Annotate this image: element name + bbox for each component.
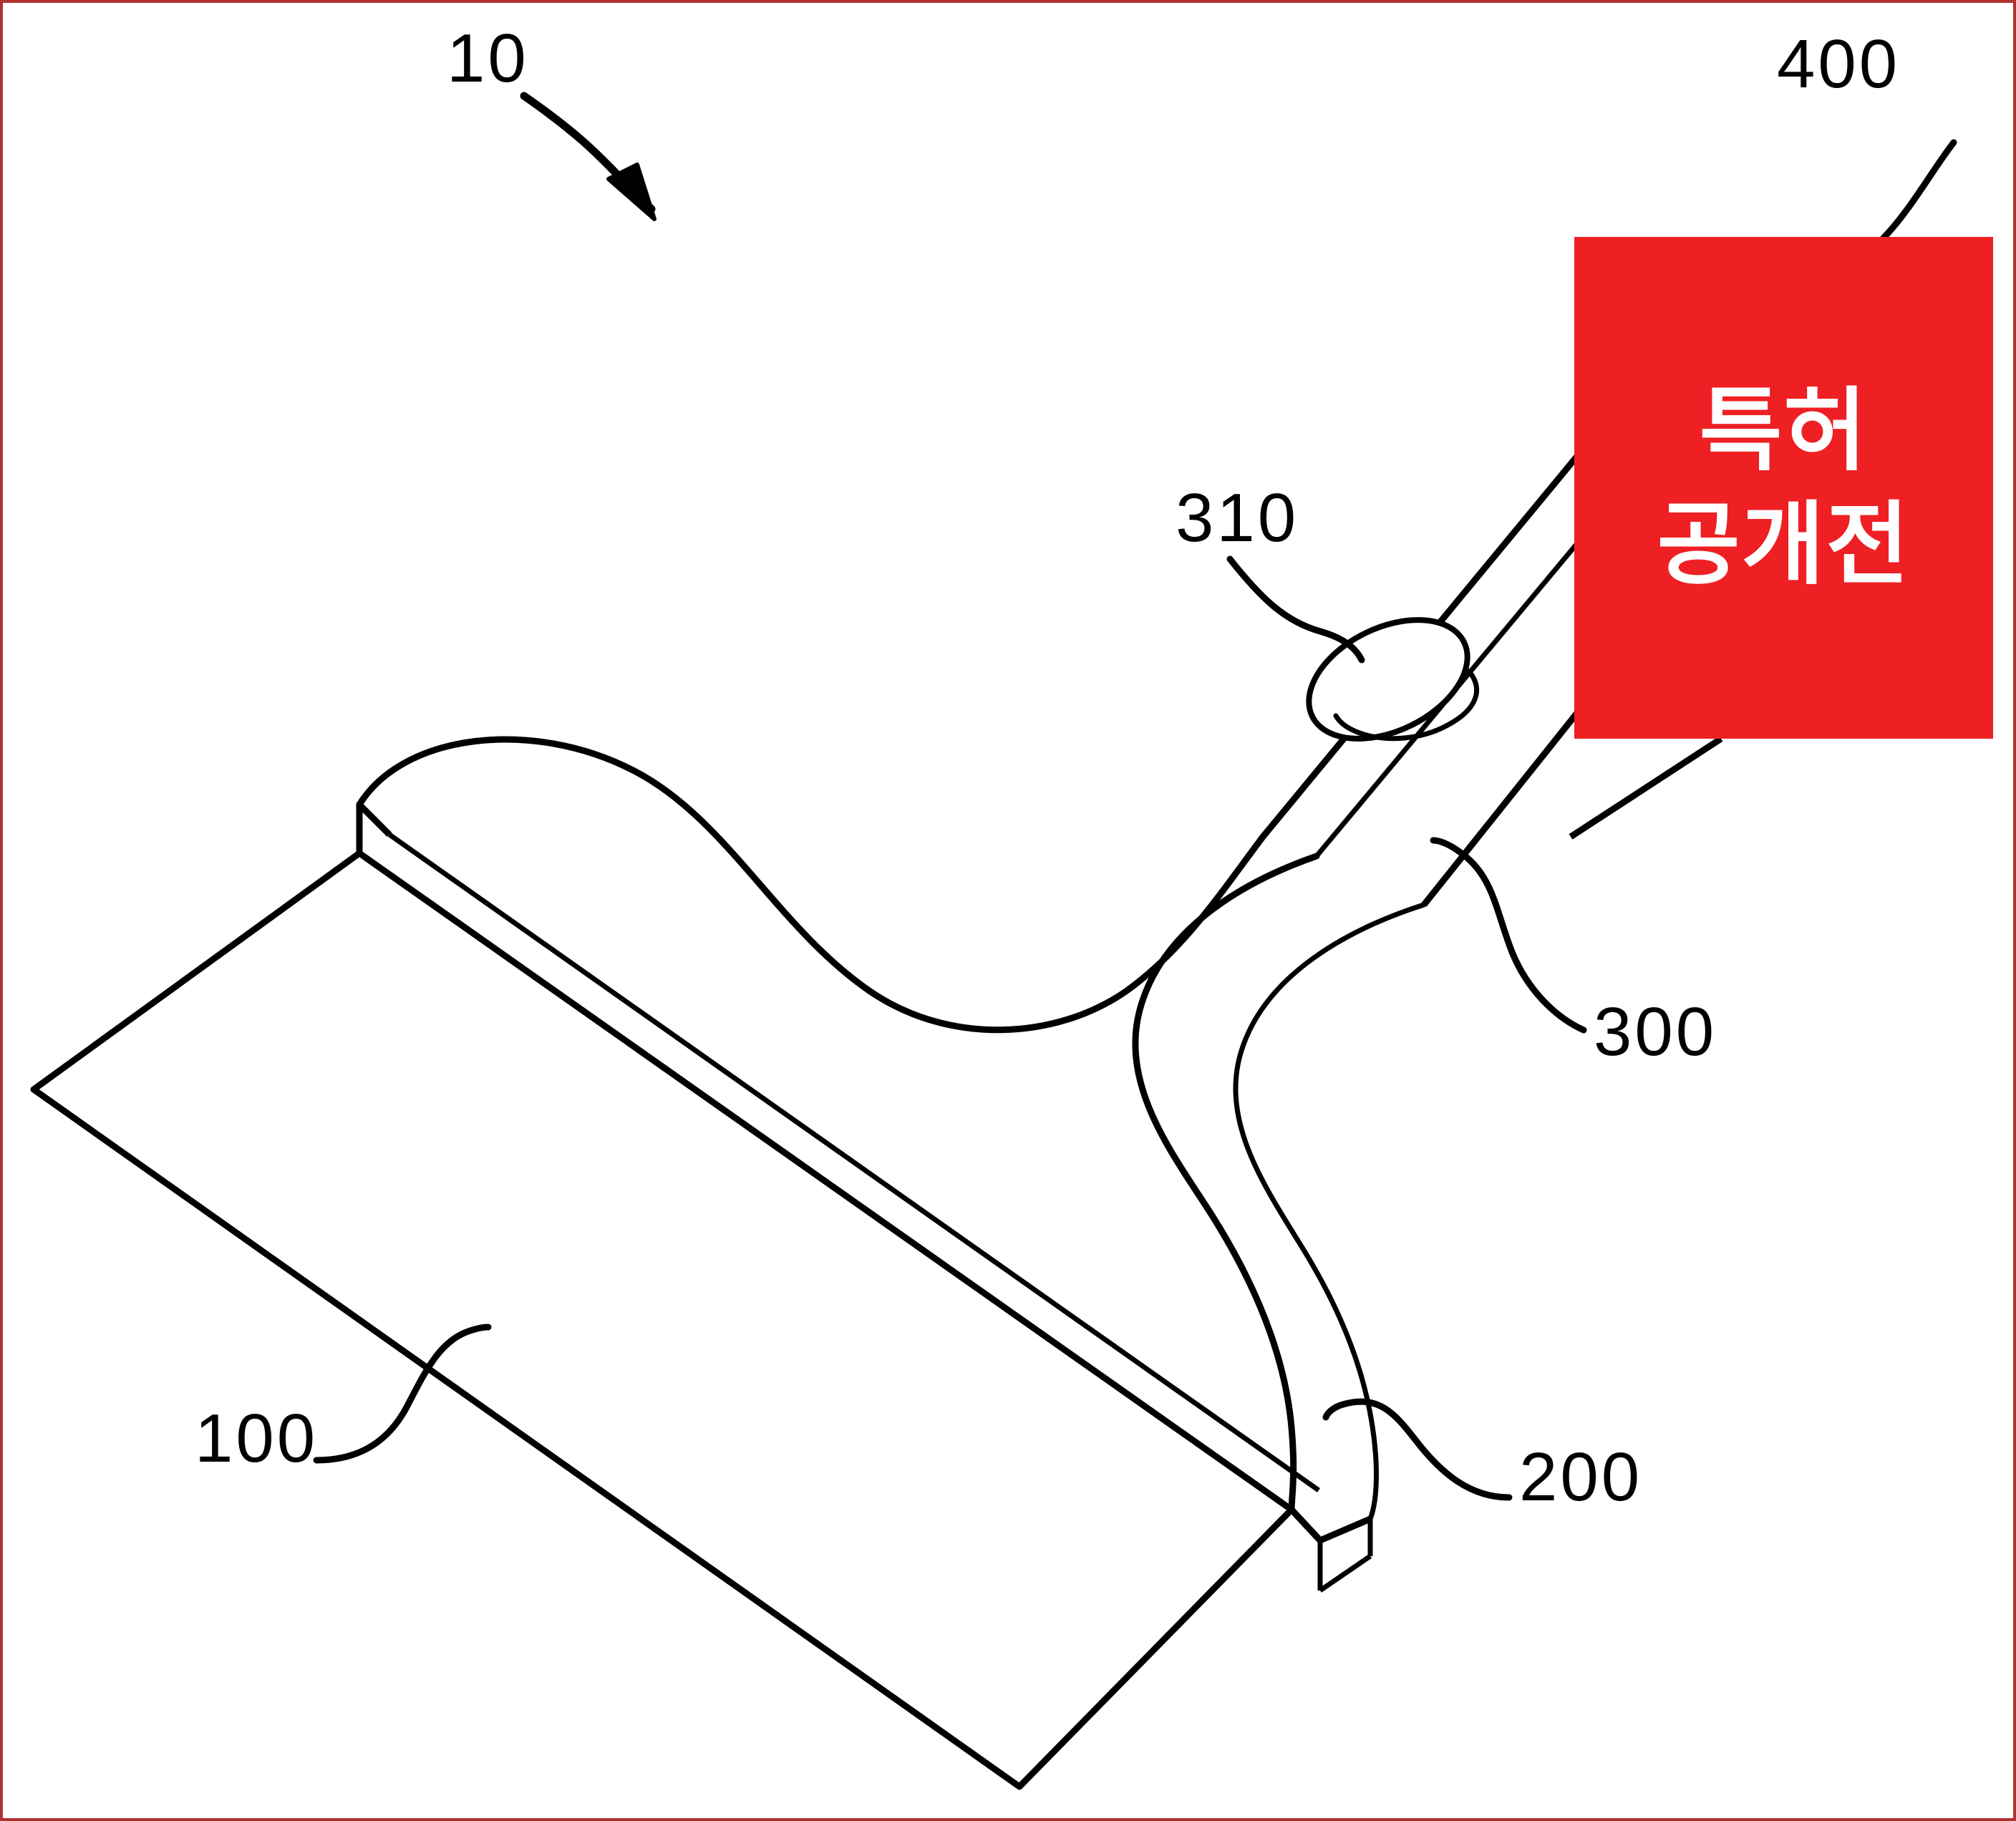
patent-pending-watermark: 특허 공개전: [1574, 237, 1993, 739]
arrowhead-10: [606, 162, 656, 221]
leader-300: [1430, 837, 1587, 1034]
neck-front-silhouette: [1132, 853, 1320, 1513]
reference-numeral-400: 400: [1777, 26, 1901, 102]
leader-310: [1226, 555, 1365, 664]
watermark-line-2: 공개전: [1657, 491, 1911, 597]
blade-plate: [30, 802, 1321, 1790]
blade-bevel-line: [387, 832, 1321, 1492]
neck-inner-fold: [1233, 902, 1427, 1522]
handle-spacer: [1424, 740, 1715, 905]
reference-numeral-300: 300: [1594, 994, 1717, 1070]
watermark-line-1: 특허: [1699, 378, 1869, 484]
hanging-hole: [1306, 617, 1480, 742]
neck-junction: [356, 736, 1427, 1593]
hole-inner-lip: [1333, 669, 1480, 742]
neck-blade-left: [1289, 1507, 1323, 1543]
hole-outer-ellipse: [1306, 617, 1470, 742]
handle-spacer-5: [1424, 737, 1718, 905]
leader-200: [1322, 1398, 1513, 1501]
reference-numeral-100: 100: [195, 1400, 319, 1477]
reference-numeral-310: 310: [1176, 480, 1299, 556]
handle-lower-edge-below-watermark: [1569, 736, 1723, 840]
leader-100: [313, 1324, 492, 1464]
neck-blade-thickness-bottom: [1319, 1554, 1372, 1593]
handle-spacer-3: [1496, 739, 1717, 821]
reference-numeral-200: 200: [1519, 1439, 1643, 1515]
handle-spacer-4: [1424, 739, 1715, 905]
blade-left-thickness-top: [357, 802, 392, 837]
patent-line-drawing: [30, 92, 1957, 1790]
blade-top-face: [30, 850, 1295, 1790]
reference-numeral-10: 10: [447, 20, 529, 97]
leader-10: [520, 92, 656, 221]
